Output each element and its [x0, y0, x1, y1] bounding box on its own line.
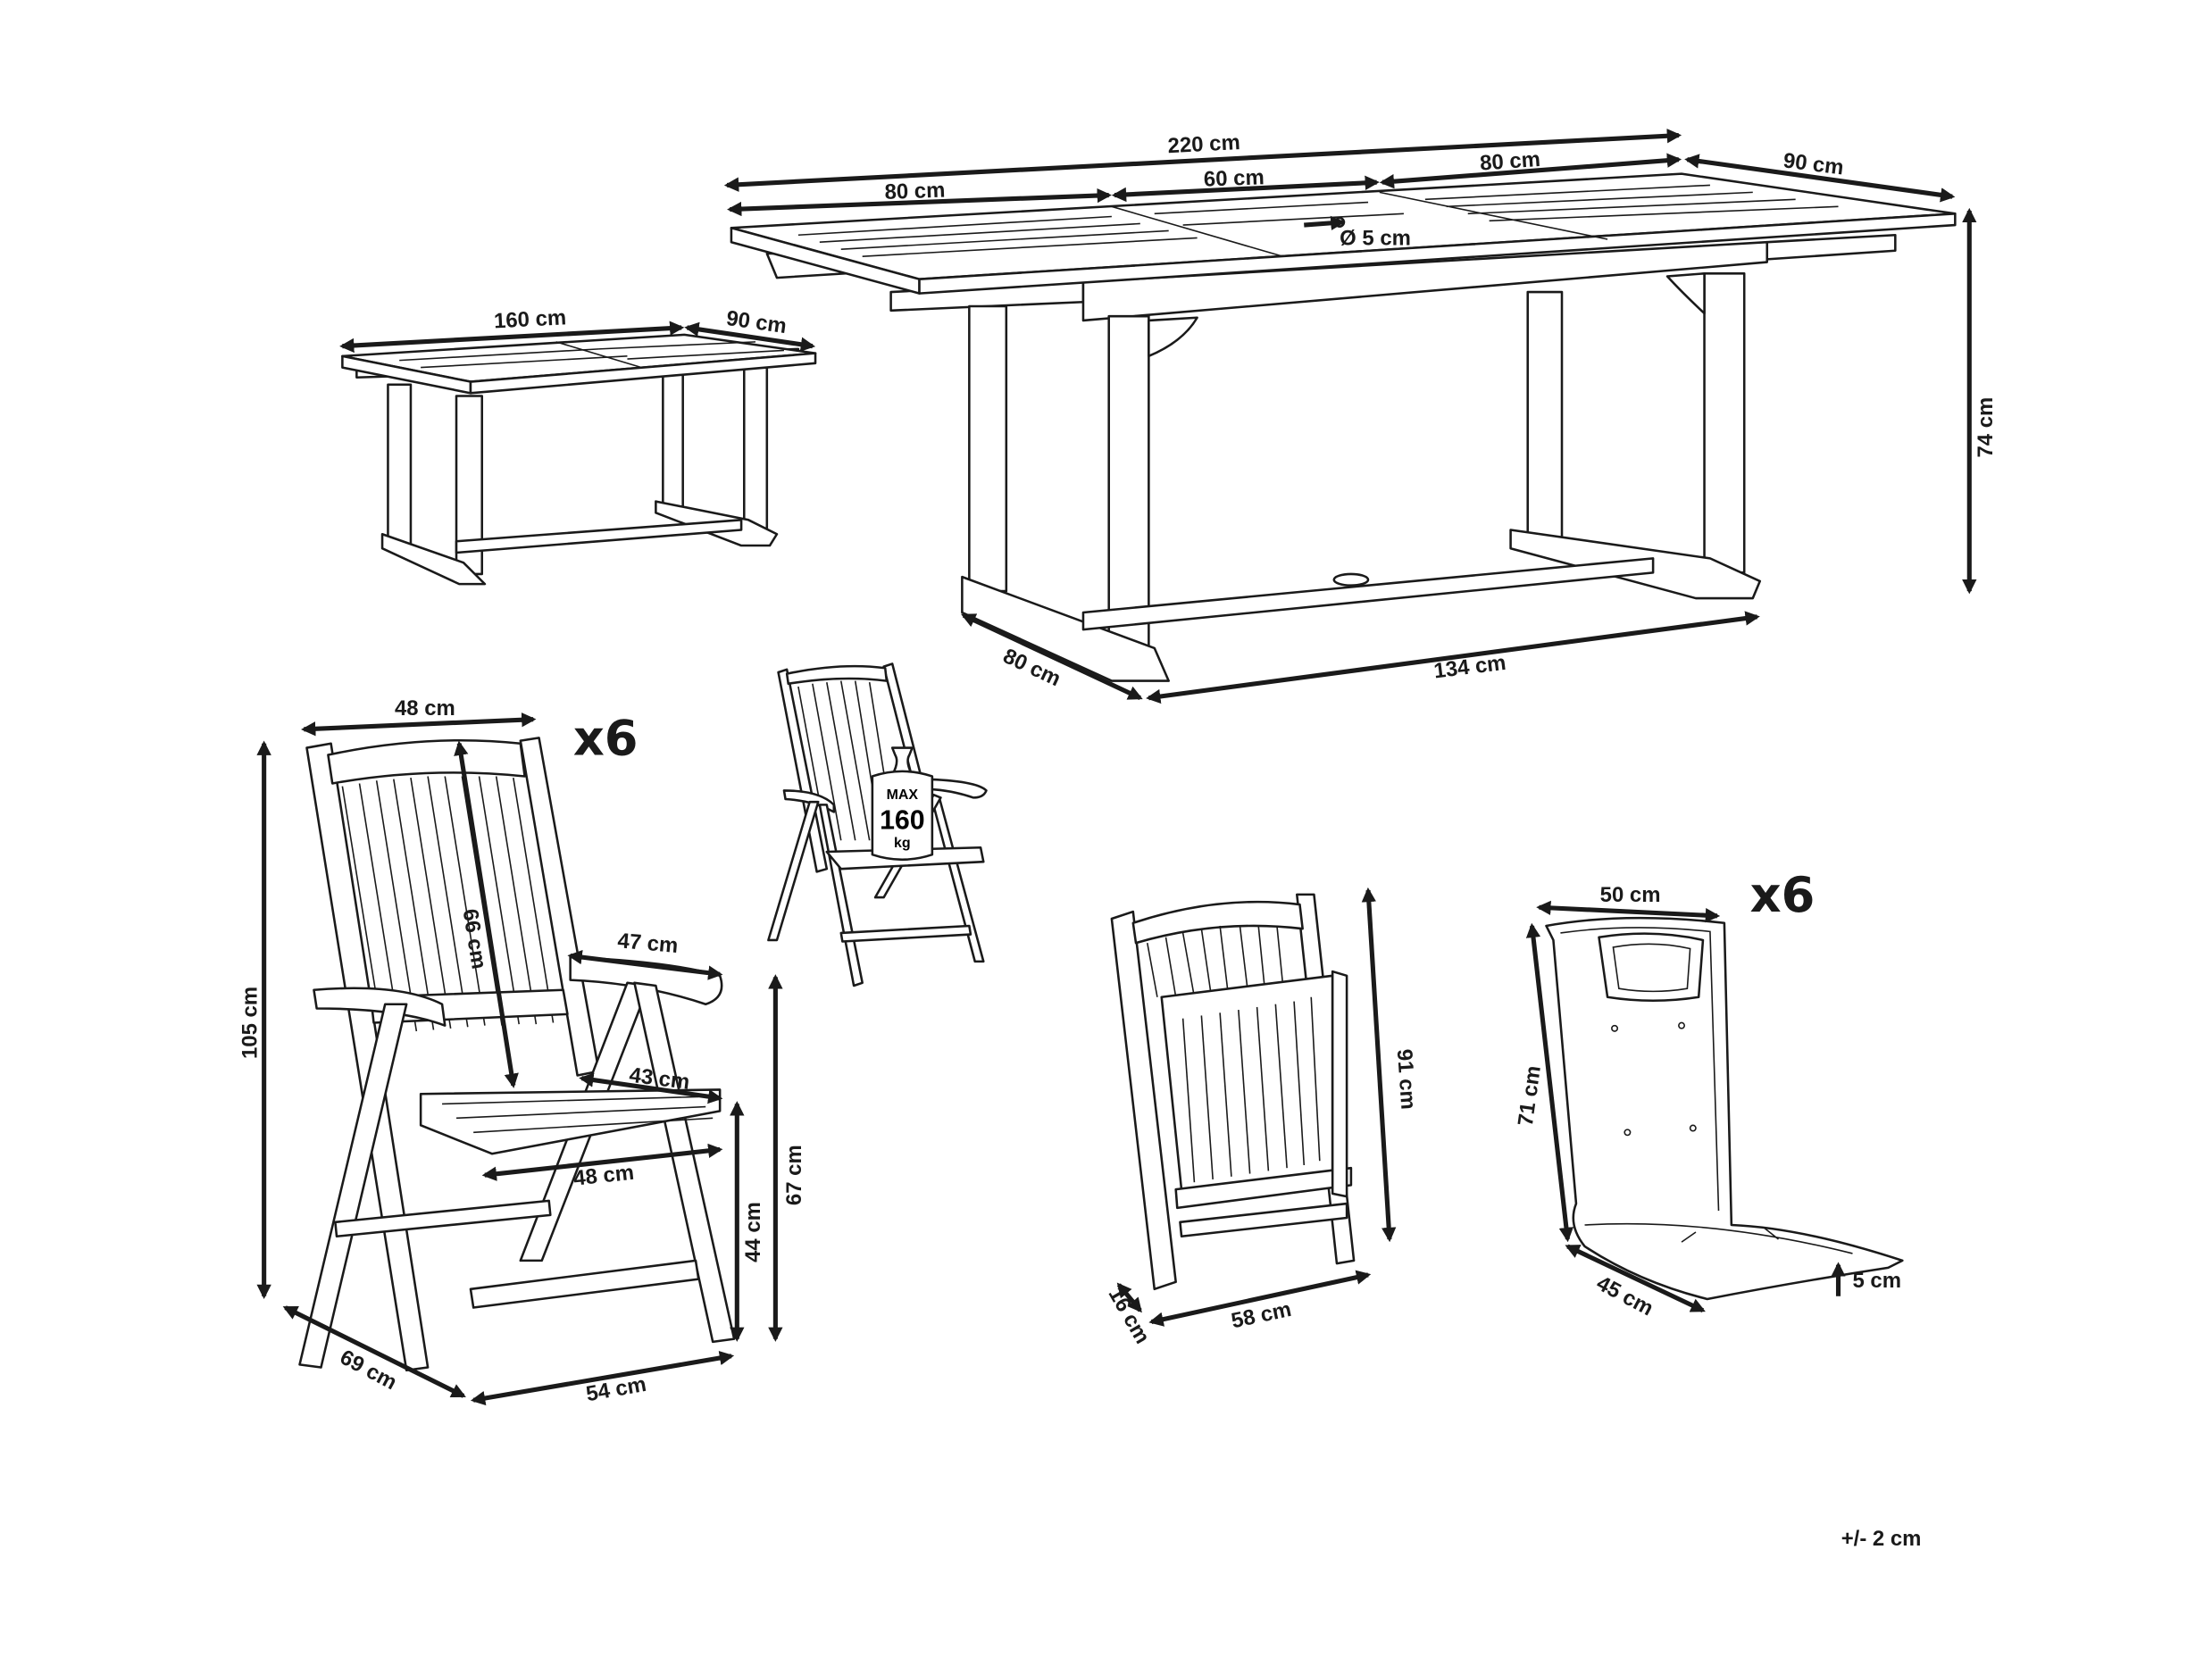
tolerance-note: +/- 2 cm	[1841, 1527, 1922, 1551]
folded-chair-drawing	[1110, 893, 1356, 1291]
seat-height-label: 44 cm	[741, 1202, 765, 1262]
seat-width-label: 48 cm	[572, 1161, 635, 1191]
large-table-drawing	[730, 172, 1957, 682]
large-table-dimensions: 220 cm 80 cm 60 cm 80 cm 90 cm Ø 5 cm 74…	[723, 129, 1998, 704]
seat-depth-label: 43 cm	[628, 1063, 691, 1095]
table-height-label: 74 cm	[1974, 397, 1998, 458]
chair-back-width-label: 48 cm	[395, 696, 455, 721]
chair-height-label: 105 cm	[238, 987, 263, 1059]
load-value-label: 160	[880, 805, 925, 835]
load-max-label: MAX	[887, 787, 919, 803]
weight-icon: MAX 160 kg	[871, 746, 934, 862]
cushion-drawing	[1545, 916, 1904, 1301]
folded-thickness-label: 16 cm	[1103, 1283, 1154, 1347]
leaf-left-label: 80 cm	[884, 179, 946, 204]
chair-depth-label: 69 cm	[336, 1346, 401, 1396]
umbrella-hole-label: Ø 5 cm	[1340, 226, 1411, 250]
small-table-length-label: 160 cm	[493, 305, 566, 333]
chair-drawing	[298, 737, 736, 1372]
small-table-drawing	[341, 333, 817, 586]
leaf-center-label: 60 cm	[1203, 165, 1265, 191]
small-table-dimensions: 160 cm 90 cm	[339, 305, 816, 354]
armrest-height-label: 67 cm	[782, 1145, 806, 1205]
cushion-width-label: 50 cm	[1600, 883, 1661, 907]
cushion-thickness-label: 5 cm	[1852, 1269, 1901, 1293]
cushion-length-label: 71 cm	[1514, 1064, 1546, 1128]
base-length-label: 134 cm	[1432, 651, 1507, 684]
armrest-length-label: 47 cm	[616, 929, 679, 958]
chair-quantity-label: x6	[573, 711, 639, 767]
cushion-quantity-label: x6	[1750, 867, 1816, 923]
chair-dimensions: x6 48 cm 66 cm 47 cm 43 cm 48 cm 105 cm …	[238, 696, 806, 1406]
chair-load-drawing: MAX 160 kg	[767, 662, 988, 987]
load-unit-label: kg	[894, 836, 911, 851]
table-length-label: 220 cm	[1167, 130, 1240, 158]
leaf-right-label: 80 cm	[1479, 147, 1541, 176]
folded-height-label: 91 cm	[1392, 1048, 1421, 1111]
